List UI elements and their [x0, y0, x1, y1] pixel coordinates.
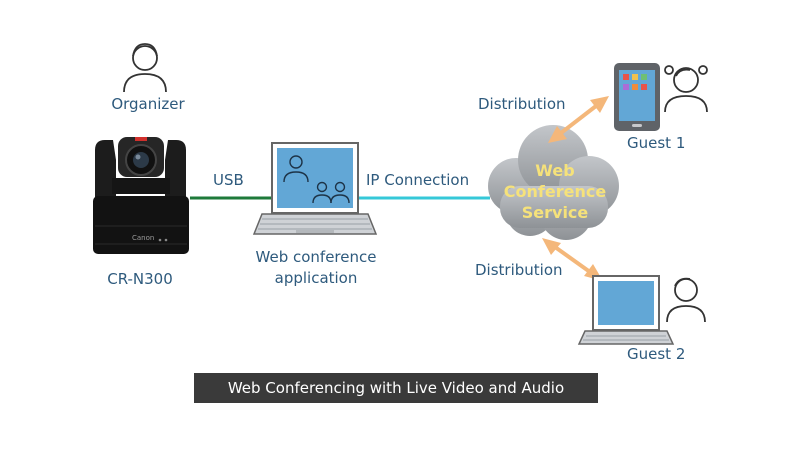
guest2-label: Guest 2	[627, 345, 686, 363]
laptop-icon	[252, 142, 378, 235]
distribution-bottom-label: Distribution	[475, 261, 563, 279]
caption-banner: Web Conferencing with Live Video and Aud…	[194, 373, 598, 403]
smartphone-icon	[614, 63, 660, 131]
app-label-line2: application	[274, 269, 358, 287]
organizer-label: Organizer	[111, 95, 185, 113]
ip-connection-label: IP Connection	[366, 171, 470, 189]
guest2-laptop-icon	[577, 275, 675, 345]
distribution-top-label: Distribution	[478, 95, 566, 113]
app-label-line1: Web conference	[255, 248, 377, 266]
guest1-person-icon	[664, 65, 708, 113]
usb-label: USB	[213, 171, 244, 189]
camera-brand-label: Canon	[132, 234, 155, 242]
cloud-label-line2: Conference	[503, 182, 607, 201]
cloud-icon	[488, 125, 619, 240]
cloud-label-line1: Web	[535, 161, 575, 180]
organizer-person-icon	[123, 43, 167, 93]
camera-model-label: CR-N300	[107, 270, 173, 288]
ptz-camera-icon	[93, 137, 189, 254]
distribution-arrow-top	[548, 96, 609, 143]
guest2-person-icon	[666, 277, 706, 323]
cloud-label-line3: Service	[521, 203, 589, 222]
guest1-label: Guest 1	[627, 134, 686, 152]
